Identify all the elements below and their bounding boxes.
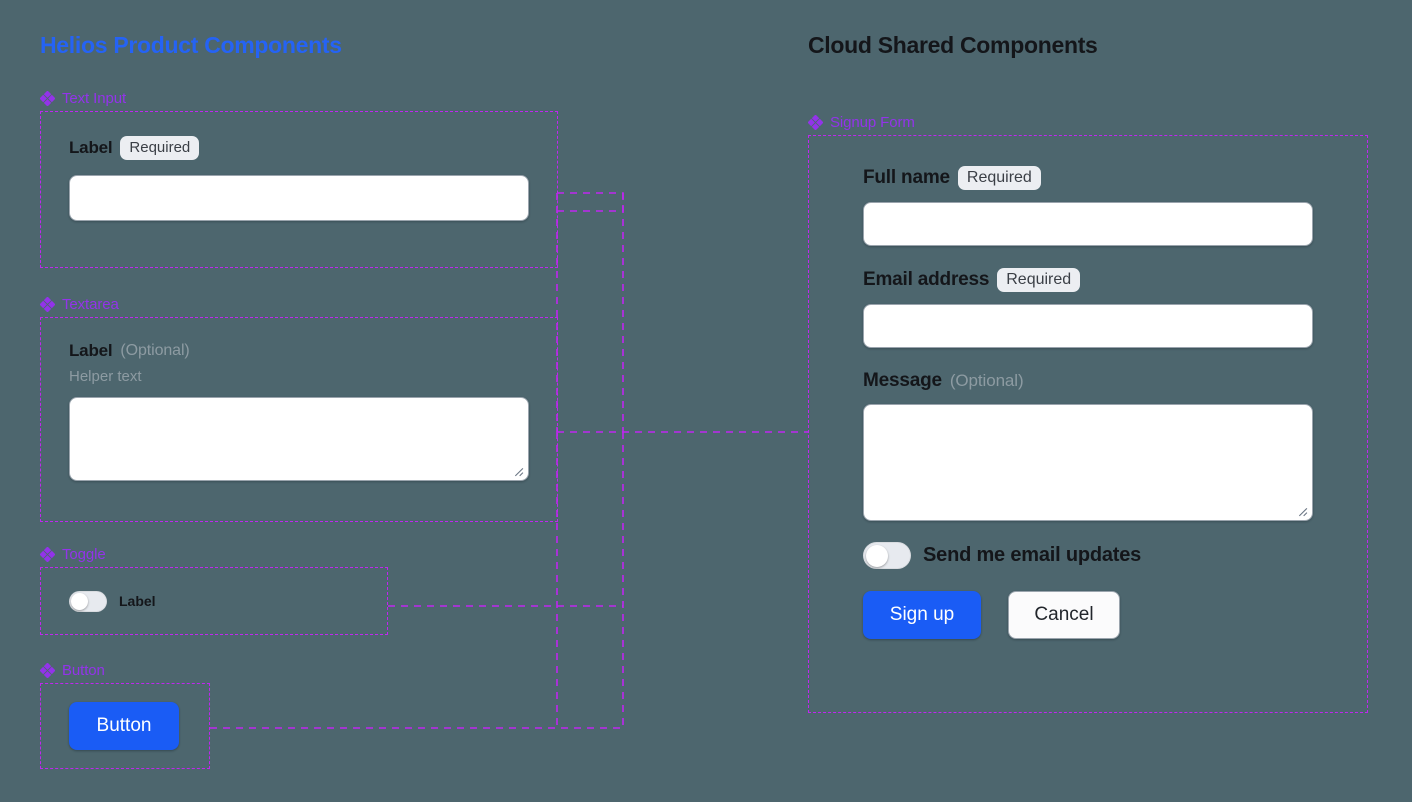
diamond-component-icon	[40, 296, 55, 312]
textarea-field[interactable]	[69, 397, 529, 481]
textarea-label: Label	[69, 341, 113, 360]
email-label: Email address	[863, 269, 990, 290]
diamond-component-icon	[40, 546, 55, 562]
text-input-label-row: Label Required	[69, 136, 529, 160]
section-textarea: Textarea Label (Optional) Helper text	[40, 294, 560, 522]
form-actions: Sign up Cancel	[863, 591, 1313, 639]
section-button: Button Button	[40, 660, 220, 769]
component-box-button: Button	[40, 683, 210, 769]
component-box-text-input: Label Required	[40, 111, 558, 268]
toggle-label: Label	[119, 593, 156, 609]
section-label-textarea: Textarea	[40, 294, 560, 314]
section-label-text: Textarea	[62, 295, 119, 313]
diamond-component-icon	[40, 662, 55, 678]
toggle-knob	[866, 544, 888, 567]
cancel-button[interactable]: Cancel	[1008, 591, 1120, 639]
message-textarea[interactable]	[863, 404, 1313, 521]
left-panel-title: Helios Product Components	[40, 32, 342, 58]
text-input-field[interactable]	[69, 175, 529, 221]
resize-grip-icon[interactable]	[511, 464, 524, 477]
textarea-optional-tag: (Optional)	[120, 342, 190, 359]
email-label-row: Email address Required	[863, 268, 1313, 292]
email-required-badge: Required	[997, 268, 1081, 292]
message-label: Message	[863, 370, 942, 391]
section-label-text: Signup Form	[830, 113, 915, 131]
demo-button[interactable]: Button	[69, 702, 179, 750]
email-input[interactable]	[863, 304, 1313, 348]
section-text-input: Text Input Label Required	[40, 88, 560, 268]
full-name-required-badge: Required	[957, 166, 1041, 190]
left-panel: Helios Product Components	[40, 30, 640, 60]
section-label-toggle: Toggle	[40, 544, 390, 564]
message-label-row: Message (Optional)	[863, 370, 1313, 392]
message-optional-tag: (Optional)	[949, 371, 1024, 390]
component-box-textarea: Label (Optional) Helper text	[40, 317, 558, 522]
text-input-label: Label	[69, 138, 113, 157]
full-name-input[interactable]	[863, 202, 1313, 246]
section-label-button: Button	[40, 660, 220, 680]
section-label-signup-form: Signup Form	[808, 112, 1368, 132]
section-signup-form: Signup Form Full name Required Email add…	[808, 112, 1368, 713]
right-panel-title: Cloud Shared Components	[808, 32, 1098, 58]
email-updates-toggle[interactable]	[863, 542, 911, 569]
toggle-knob	[71, 592, 88, 610]
full-name-label: Full name	[863, 167, 950, 188]
text-input-required-badge: Required	[120, 136, 200, 160]
section-toggle: Toggle Label	[40, 544, 390, 635]
textarea-helper-text: Helper text	[69, 368, 142, 385]
component-box-signup-form: Full name Required Email address Require…	[808, 135, 1368, 713]
connector-text-input	[556, 192, 624, 212]
right-panel: Cloud Shared Components	[808, 30, 1368, 60]
diamond-component-icon	[40, 90, 55, 106]
email-updates-label: Send me email updates	[923, 544, 1142, 566]
diamond-component-icon	[808, 114, 823, 130]
resize-grip-icon[interactable]	[1295, 504, 1308, 517]
component-box-toggle: Label	[40, 567, 388, 635]
sign-up-button[interactable]: Sign up	[863, 591, 981, 639]
toggle-switch[interactable]	[69, 590, 107, 612]
section-label-text: Toggle	[62, 545, 106, 563]
textarea-label-row: Label (Optional)	[69, 340, 529, 362]
full-name-label-row: Full name Required	[863, 166, 1313, 190]
toggle-row[interactable]: Label	[69, 590, 156, 612]
section-label-text-input: Text Input	[40, 88, 560, 108]
section-label-text: Button	[62, 661, 105, 679]
email-updates-toggle-row[interactable]: Send me email updates	[863, 542, 1313, 569]
section-label-text: Text Input	[62, 89, 127, 107]
